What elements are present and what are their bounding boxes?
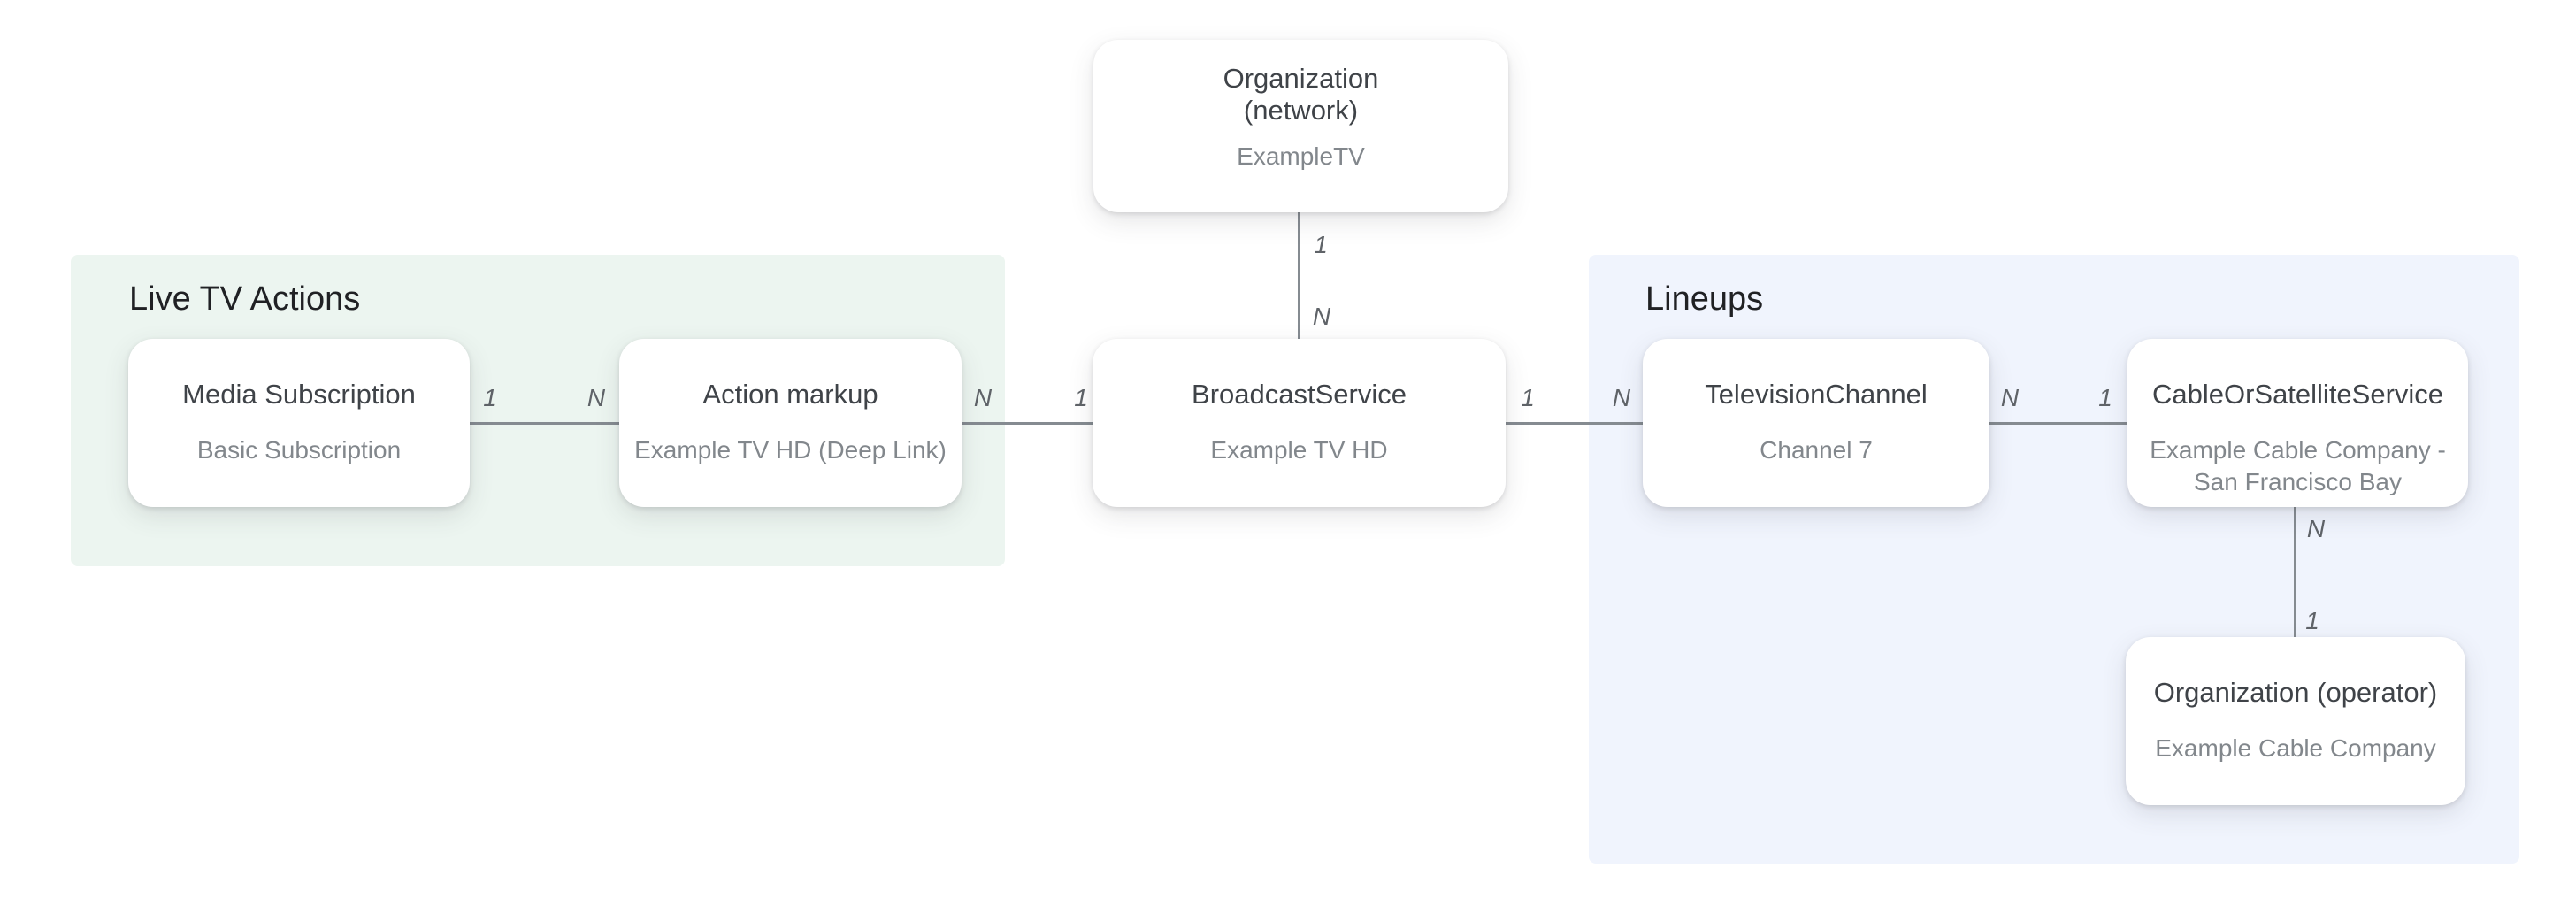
group-title-lineups: Lineups bbox=[1645, 280, 1764, 318]
cardinality-label: N bbox=[1612, 384, 1631, 411]
node-action-markup: Action markup Example TV HD (Deep Link) bbox=[619, 339, 962, 507]
node-subtitle: Example TV HD (Deep Link) bbox=[634, 436, 947, 464]
edge-televisionchannel-to-cableservice-line bbox=[1990, 422, 2128, 425]
node-title: (network) bbox=[1243, 95, 1359, 126]
cardinality-label: 1 bbox=[2305, 607, 2319, 634]
edge-actionmarkup-to-broadcastservice-line bbox=[962, 422, 1092, 425]
node-broadcast-service: BroadcastService Example TV HD bbox=[1092, 339, 1506, 507]
node-title: Organization (operator) bbox=[2153, 677, 2438, 708]
node-title: Action markup bbox=[702, 379, 878, 410]
cardinality-label: N bbox=[2306, 515, 2326, 542]
node-title: BroadcastService bbox=[1192, 379, 1407, 410]
cardinality-label: 1 bbox=[1074, 384, 1088, 411]
cardinality-label: N bbox=[2000, 384, 2020, 411]
node-title: TelevisionChannel bbox=[1705, 379, 1928, 410]
node-subtitle: Example Cable Company - bbox=[2150, 436, 2446, 464]
edge-cableservice-to-operator-line bbox=[2294, 507, 2296, 637]
node-title: CableOrSatelliteService bbox=[2151, 379, 2444, 410]
node-subtitle: ExampleTV bbox=[1237, 142, 1365, 170]
node-subtitle: Channel 7 bbox=[1760, 436, 1873, 464]
cardinality-label: 1 bbox=[483, 384, 497, 411]
cardinality-label: N bbox=[973, 384, 993, 411]
node-subtitle: Example Cable Company bbox=[2155, 734, 2436, 762]
group-title-live-tv-actions: Live TV Actions bbox=[129, 280, 361, 318]
node-subtitle: Basic Subscription bbox=[196, 436, 402, 464]
cardinality-label: 1 bbox=[1521, 384, 1535, 411]
node-organization-network: Organization (network) ExampleTV bbox=[1093, 40, 1508, 212]
cardinality-label: 1 bbox=[2098, 384, 2112, 411]
node-media-subscription: Media Subscription Basic Subscription bbox=[128, 339, 470, 507]
node-cable-or-satellite-service: CableOrSatelliteService Example Cable Co… bbox=[2128, 339, 2468, 507]
node-television-channel: TelevisionChannel Channel 7 bbox=[1643, 339, 1990, 507]
node-title: Media Subscription bbox=[182, 379, 416, 410]
node-organization-operator: Organization (operator) Example Cable Co… bbox=[2126, 637, 2465, 805]
edge-network-to-broadcastservice-line bbox=[1298, 212, 1300, 339]
cardinality-label: N bbox=[586, 384, 606, 411]
cardinality-label: 1 bbox=[1314, 231, 1328, 258]
edge-mediasubscription-to-actionmarkup-line bbox=[470, 422, 619, 425]
node-subtitle: Example TV HD bbox=[1210, 436, 1388, 464]
edge-broadcastservice-to-televisionchannel-line bbox=[1506, 422, 1643, 425]
cardinality-label: N bbox=[1312, 303, 1331, 330]
node-subtitle: San Francisco Bay bbox=[2194, 468, 2402, 495]
node-title: Organization bbox=[1223, 63, 1379, 94]
